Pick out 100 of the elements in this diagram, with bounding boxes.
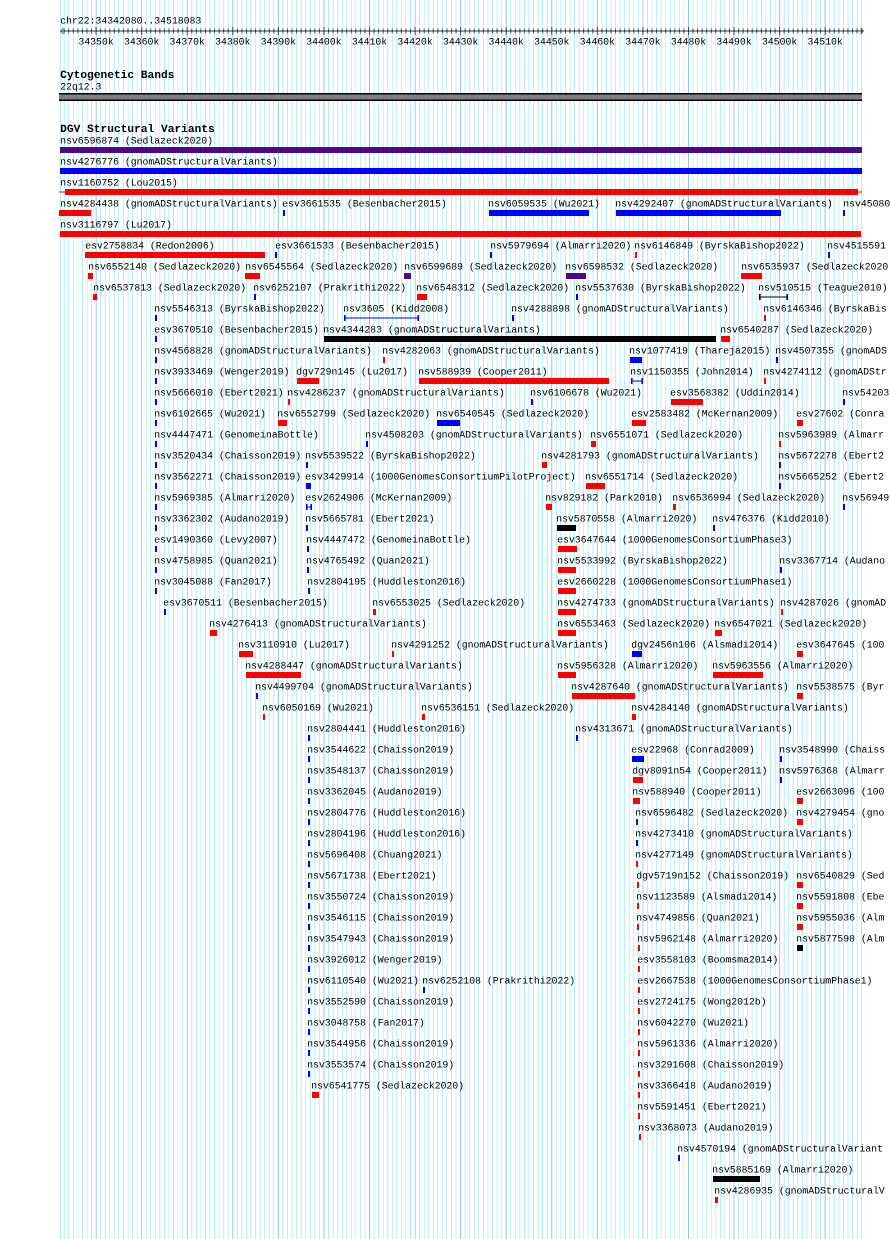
feature-label: nsv3367714 (Audano <box>780 556 885 566</box>
feature-label: nsv6552140 (Sedlazeck2020) <box>89 262 240 272</box>
feature-label: dgv8091n54 (Cooper2011) <box>632 766 766 776</box>
feature-label: nsv3562271 (Chaisson2019) <box>155 472 300 482</box>
feature-label: nsv3362302 (Audano2019) <box>155 514 288 524</box>
feature-label: nsv6110540 (Wu2021) <box>308 976 418 986</box>
feature-label: nsv4286237 (gnomADStructuralVariants) <box>288 388 504 398</box>
feature-label: nsv4277149 (gnomADStructuralVariants) <box>636 850 852 860</box>
feature-label: nsv45080 <box>844 199 890 207</box>
tick-label: 34500k <box>762 37 797 45</box>
feature-label: nsv4291252 (gnomADStructuralVariants) <box>392 640 608 650</box>
feature-label: nsv6547021 (Sedlazeck2020) <box>715 619 866 629</box>
feature-label: nsv476376 (Kidd2010) <box>713 514 829 524</box>
feature-label: nsv6553025 (Sedlazeck2020) <box>373 598 524 608</box>
tick-label: 34440k <box>489 37 524 45</box>
feature-label: esv3558103 (Boomsma2014) <box>637 955 777 965</box>
feature-label: nsv1077419 (Thareja2015) <box>630 346 769 356</box>
feature-label: nsv6537813 (Sedlazeck2020) <box>94 283 245 293</box>
feature-label: nsv4284140 (gnomADStructuralVariants) <box>632 703 848 713</box>
feature-label: nsv2804441 (Huddleston2016) <box>308 724 465 734</box>
feature-label: nsv6252107 (Prakrithi2022) <box>254 283 405 293</box>
feature-label: nsv4274112 (gnomADStr <box>764 367 886 377</box>
feature-label: nsv1150355 (John2014) <box>631 367 753 377</box>
feature-label: nsv6146346 (ByrskaBis <box>764 304 886 314</box>
feature-label: nsv4273410 (gnomADStructuralVariants) <box>636 829 852 839</box>
feature-label: esv27602 (Conra <box>796 409 885 419</box>
feature-label: esv1490360 (Levy2007) <box>154 535 277 545</box>
tick-label: 34350k <box>79 37 114 45</box>
feature-label: nsv4570194 (gnomADStructuralVariant <box>678 1144 882 1154</box>
feature-label: nsv4276776 (gnomADStructuralVariants) <box>61 157 277 167</box>
track-title: Cytogenetic Bands <box>60 69 174 81</box>
feature-label: nsv5870558 (Almarri2020) <box>557 514 696 524</box>
feature-label: nsv4507355 (gnomADS <box>776 346 887 356</box>
feature-label: nsv6545564 (Sedlazeck2020) <box>246 262 397 272</box>
feature-label: nsv5955036 (Alm <box>797 913 884 923</box>
feature-label: nsv4287026 (gnomAD <box>781 598 886 608</box>
feature-label: esv3670510 (Besenbacher2015) <box>154 325 318 335</box>
feature-label: nsv588940 (Cooper2011) <box>633 787 760 797</box>
feature-label: dgv2456n106 (Alsmadi2014) <box>631 640 777 650</box>
coordinate-label: chr22:34342080..34518083 <box>60 16 201 24</box>
tick-label: 34360k <box>124 37 159 45</box>
feature-label: nsv588939 (Cooper2011) <box>419 367 546 377</box>
feature-label: nsv5546313 (ByrskaBishop2022) <box>155 304 324 314</box>
track-title: DGV Structural Variants <box>60 123 215 133</box>
feature-label: nsv5979694 (Almarri2020) <box>491 241 630 251</box>
feature-label: nsv3605 (Kidd2008) <box>344 304 448 314</box>
feature-label: nsv6252108 (Prakrithi2022) <box>423 976 574 986</box>
feature-label: nsv54203 <box>843 388 889 396</box>
feature-label: nsv4286935 (gnomADStructuralV <box>715 1186 885 1196</box>
feature-label: nsv6596874 (Sedlazeck2020) <box>61 136 212 146</box>
band-label: 22q12.3 <box>60 82 101 92</box>
feature-label: nsv4447471 (GenomeinaBottle) <box>155 430 318 440</box>
feature-label: nsv3110910 (Lu2017) <box>239 640 349 650</box>
feature-label: nsv829182 (Park2010) <box>546 493 662 503</box>
feature-label: nsv6551071 (Sedlazeck2020) <box>591 430 742 440</box>
tick-label: 34450k <box>534 37 569 45</box>
tick-label: 34510k <box>808 37 843 45</box>
feature-label: nsv6146849 (ByrskaBishop2022) <box>635 241 804 251</box>
feature-label: nsv5961336 (Almarri2020) <box>638 1039 777 1049</box>
tick-label: 34430k <box>443 37 478 45</box>
feature-label: nsv4765492 (Quan2021) <box>307 556 429 566</box>
feature-label: nsv3548990 (Chaiss <box>780 745 885 755</box>
feature-label: nsv6042270 (Wu2021) <box>638 1018 748 1028</box>
feature-label: dgv729n145 (Lu2017) <box>296 367 407 377</box>
feature-label: nsv3116797 (Lu2017) <box>61 220 171 230</box>
feature-label: nsv4499704 (gnomADStructuralVariants) <box>256 682 472 692</box>
tick-label: 34400k <box>306 37 342 45</box>
feature-label: nsv4515591 <box>828 241 886 249</box>
feature-label: nsv3552590 (Chaisson2019) <box>308 997 453 1007</box>
feature-label: nsv4279454 (gno <box>797 808 884 818</box>
feature-label: esv3661533 (Besenbacher2015) <box>275 241 439 251</box>
feature-label: nsv6599689 (Sedlazeck2020) <box>405 262 556 272</box>
feature-label: nsv6102665 (Wu2021) <box>155 409 265 419</box>
feature-label: nsv4276413 (gnomADStructuralVariants) <box>210 619 426 629</box>
feature-label: nsv6541775 (Sedlazeck2020) <box>312 1081 463 1091</box>
tick-label: 34420k <box>398 37 433 45</box>
feature-label: nsv6548312 (Sedlazeck2020) <box>417 283 568 293</box>
feature-label: nsv5672278 (Ebert2 <box>779 451 884 461</box>
feature-label: nsv3548137 (Chaisson2019) <box>308 766 453 776</box>
feature-label: nsv1123589 (Alsmadi2014) <box>637 892 776 902</box>
feature-label: nsv6536151 (Sedlazeck2020) <box>422 703 573 713</box>
feature-label: nsv4568828 (gnomADStructuralVariants) <box>155 346 371 356</box>
feature-label: esv3647645 (100 <box>796 640 884 650</box>
feature-label: nsv5956328 (Almarri2020) <box>558 661 697 671</box>
feature-label: nsv3546115 (Chaisson2019) <box>308 913 453 923</box>
feature-label: nsv6540287 (Sedlazeck2020) <box>721 325 872 335</box>
feature-label: nsv4282063 (gnomADStructuralVariants) <box>383 346 599 356</box>
feature-label: nsv3520434 (Chaisson2019) <box>155 451 300 461</box>
feature-label: nsv3553574 (Chaisson2019) <box>308 1060 453 1070</box>
feature-label: esv22968 (Conrad2009) <box>631 745 754 755</box>
feature-label: esv2624906 (McKernan2009) <box>305 493 451 503</box>
feature-label: nsv4749856 (Quan2021) <box>637 913 759 923</box>
feature-label: nsv4274733 (gnomADStructuralVariants) <box>558 598 774 608</box>
feature-label: nsv4281793 (gnomADStructuralVariants) <box>542 451 758 461</box>
feature-label: nsv4288898 (gnomADStructuralVariants) <box>512 304 728 314</box>
tick-label: 34480k <box>671 37 706 45</box>
feature-label: nsv5538575 (Byr <box>797 682 884 692</box>
feature-label: nsv5537630 (ByrskaBishop2022) <box>576 283 745 293</box>
feature-label: nsv4288447 (gnomADStructuralVariants) <box>246 661 462 671</box>
feature-label: nsv2804196 (Huddleston2016) <box>308 829 465 839</box>
